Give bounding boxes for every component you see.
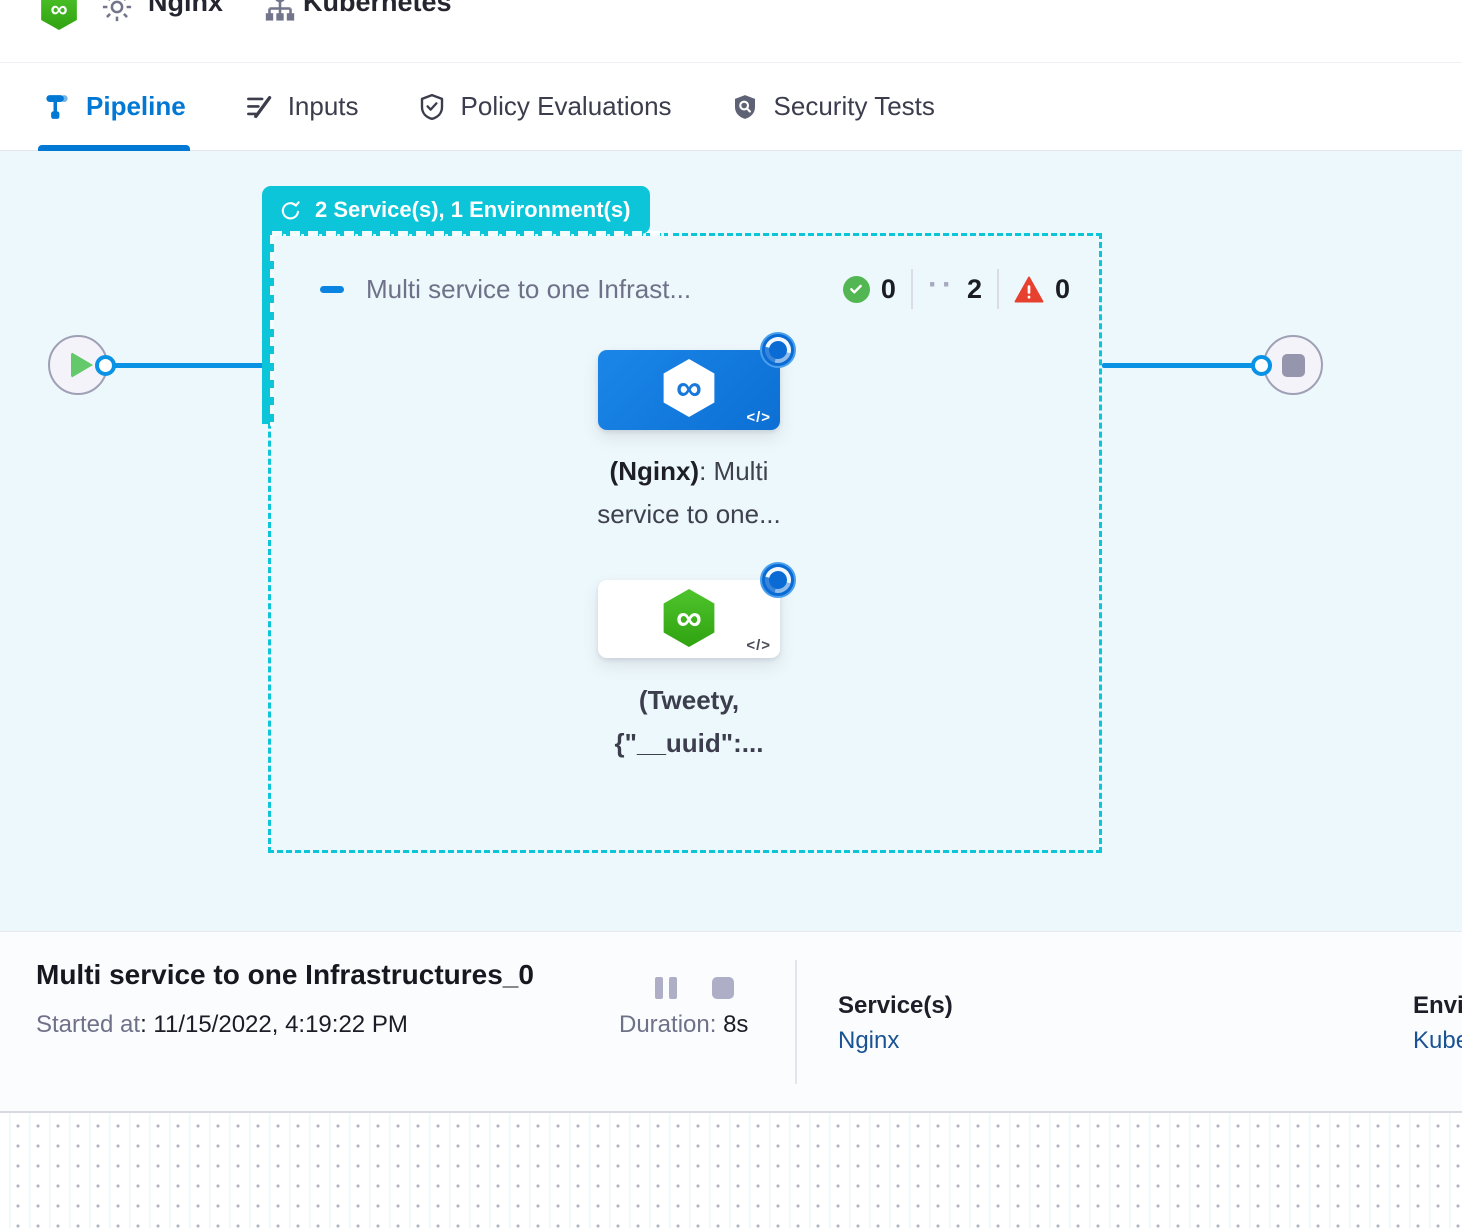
running-spinner-icon xyxy=(760,332,796,368)
tab-bar: Pipeline Inputs Policy Evaluations xyxy=(0,62,1462,151)
running-spinner-icon xyxy=(760,562,796,598)
node-name-line1: (Tweety, xyxy=(638,685,740,715)
started-at: Started at: 11/15/2022, 4:19:22 PM xyxy=(36,1011,408,1039)
node-name-line2: service to one... xyxy=(597,499,781,529)
node-name-rest: : Multi xyxy=(699,456,769,486)
node-name-bold: (Nginx) xyxy=(609,456,700,486)
tab-policy-evaluations[interactable]: Policy Evaluations xyxy=(413,63,676,150)
count-divider xyxy=(996,269,999,309)
play-icon xyxy=(71,352,93,378)
services-label: Service(s) xyxy=(838,992,953,1019)
success-count: 0 xyxy=(880,273,896,304)
edge-stage-to-end xyxy=(1102,363,1260,368)
service-node-nginx[interactable]: ∞ </> xyxy=(598,350,780,430)
tab-security-tests-label: Security Tests xyxy=(773,91,935,121)
stage-services-badge-label: 2 Service(s), 1 Environment(s) xyxy=(315,197,631,222)
breadcrumb: ∞ Nginx Kubernetes xyxy=(0,0,1462,62)
service-node-tweety[interactable]: ∞ </> xyxy=(598,580,780,658)
duration-label: Duration: xyxy=(619,1011,717,1038)
start-port-icon xyxy=(95,355,116,376)
execution-info-bar: Multi service to one Infrastructures_0 S… xyxy=(0,931,1462,1111)
stage-services-badge[interactable]: 2 Service(s), 1 Environment(s) xyxy=(262,186,651,234)
service-node-tweety-label: (Tweety, {"__uuid":... xyxy=(549,679,829,765)
execution-title: Multi service to one Infrastructures_0 xyxy=(36,959,534,990)
started-at-value: : 11/15/2022, 4:19:22 PM xyxy=(140,1011,408,1038)
started-at-label: Started at xyxy=(36,1011,141,1038)
count-divider xyxy=(910,269,913,309)
gear-icon xyxy=(102,0,132,22)
environment-label: Environment(s) xyxy=(1413,992,1462,1019)
harness-service-icon: ∞ xyxy=(41,0,77,30)
refresh-loop-icon xyxy=(281,200,300,219)
pause-button[interactable] xyxy=(655,977,679,999)
collapse-stage-button[interactable] xyxy=(320,285,344,293)
node-name-line2: {"__uuid":... xyxy=(614,728,764,758)
stage-group-top-dashes xyxy=(272,231,670,236)
duration-value: 8s xyxy=(723,1011,749,1038)
tab-inputs[interactable]: Inputs xyxy=(240,63,363,150)
failed-count: 0 xyxy=(1054,273,1070,304)
tab-security-tests[interactable]: Security Tests xyxy=(726,63,939,150)
code-icon: </> xyxy=(746,637,771,654)
stage-group-left-bar xyxy=(262,233,274,426)
tab-pipeline[interactable]: Pipeline xyxy=(38,63,190,151)
tab-pipeline-label: Pipeline xyxy=(86,91,186,121)
failed-warning-icon xyxy=(1014,276,1044,302)
code-icon: </> xyxy=(746,409,771,426)
inputs-icon xyxy=(246,95,271,118)
shield-check-icon xyxy=(420,93,443,120)
services-value-link[interactable]: Nginx xyxy=(838,1027,900,1054)
breadcrumb-service-label: Nginx xyxy=(148,0,224,17)
breadcrumb-environment-label: Kubernetes xyxy=(303,0,452,17)
tab-inputs-label: Inputs xyxy=(287,91,359,121)
pipeline-icon xyxy=(46,94,68,119)
tab-policy-evaluations-label: Policy Evaluations xyxy=(460,91,672,121)
stage-status-counts: 0 ·· 2 0 xyxy=(842,268,1070,309)
success-check-icon xyxy=(842,275,870,303)
environment-value-link[interactable]: Kubernetes xyxy=(1413,1027,1462,1054)
service-node-nginx-label: (Nginx): Multi service to one... xyxy=(549,450,829,536)
harness-service-icon: ∞ xyxy=(663,359,715,417)
stop-icon xyxy=(1281,353,1305,377)
cluster-icon xyxy=(265,0,295,21)
harness-service-icon: ∞ xyxy=(663,589,715,647)
pipeline-canvas: 2 Service(s), 1 Environment(s) Multi ser… xyxy=(0,151,1462,931)
footer-divider xyxy=(795,960,797,1084)
stage-header: Multi service to one Infrast... 0 ·· 2 0 xyxy=(320,267,1070,311)
stage-title: Multi service to one Infrast... xyxy=(366,273,692,304)
duration: Duration: 8s xyxy=(619,1011,748,1039)
running-count: 2 xyxy=(966,273,982,304)
running-dots-icon: ·· xyxy=(927,268,956,301)
canvas-grid-background xyxy=(0,1111,1462,1228)
pipeline-end-node xyxy=(1263,335,1323,395)
stage-group-box xyxy=(268,233,1102,853)
edge-start-to-stage xyxy=(108,363,266,368)
end-port-icon xyxy=(1251,355,1272,376)
shield-scan-icon xyxy=(734,94,755,119)
active-tab-underline xyxy=(38,145,190,151)
abort-button[interactable] xyxy=(712,977,734,999)
